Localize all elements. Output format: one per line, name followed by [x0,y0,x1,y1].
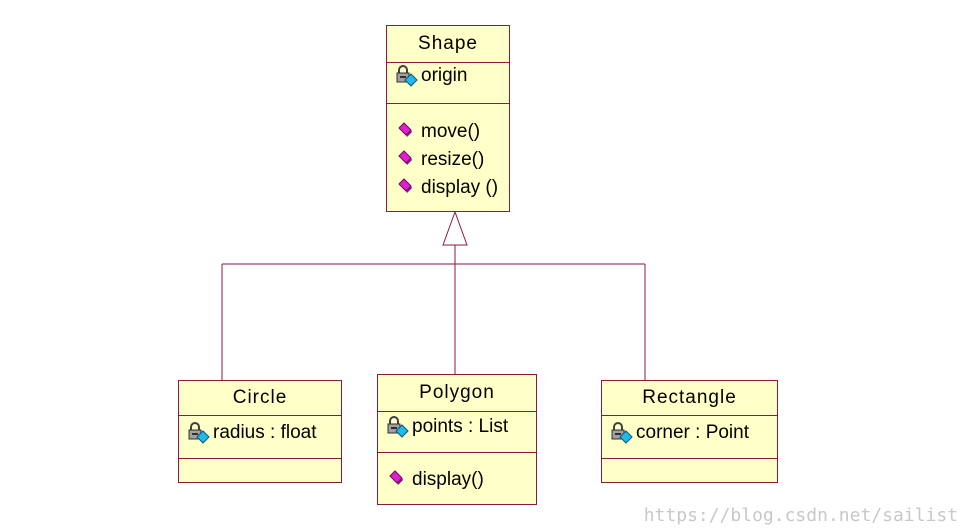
attribute-row: points : List [386,416,508,438]
class-polygon[interactable]: Polygon points : List display() [377,374,537,505]
pink-diamond-icon [395,121,421,143]
class-shape[interactable]: Shape origin move() resize() display () [386,25,510,212]
pink-diamond-icon [395,149,421,171]
lock-field-icon [610,422,636,444]
lock-field-icon [187,422,213,444]
attribute-row: radius : float [187,422,317,444]
class-name: Polygon [378,375,536,412]
operations-compartment [602,459,777,482]
pink-diamond-icon [386,469,412,491]
attributes-compartment: radius : float [179,416,341,459]
class-name: Circle [179,381,341,416]
class-circle[interactable]: Circle radius : float [178,380,342,483]
operation-row: resize() [395,149,484,171]
attributes-compartment: corner : Point [602,416,777,459]
attribute-label: origin [421,65,468,86]
operation-label: display() [412,469,484,490]
attribute-row: corner : Point [610,422,749,444]
operations-compartment [179,459,341,482]
generalization-arrowhead [442,210,468,246]
class-rectangle[interactable]: Rectangle corner : Point [601,380,778,483]
attribute-label: corner : Point [636,422,749,443]
attributes-compartment: points : List [378,412,536,453]
operation-label: resize() [421,149,485,170]
attribute-row: origin [395,65,467,87]
attribute-label: radius : float [213,422,317,443]
pink-diamond-icon [395,177,421,199]
class-name: Rectangle [602,381,777,416]
class-name: Shape [387,26,509,63]
lock-field-icon [395,65,421,87]
attribute-label: points : List [412,416,509,437]
lock-field-icon [386,416,412,438]
attributes-compartment: origin [387,63,509,104]
operation-row: move() [395,121,480,143]
operation-label: move() [421,121,481,142]
operation-row: display () [395,177,498,199]
operation-label: display () [421,177,499,198]
operation-row: display() [386,469,484,491]
operations-compartment: display() [378,453,536,504]
watermark: https://blog.csdn.net/sailist [643,505,958,526]
operations-compartment: move() resize() display () [387,104,509,211]
